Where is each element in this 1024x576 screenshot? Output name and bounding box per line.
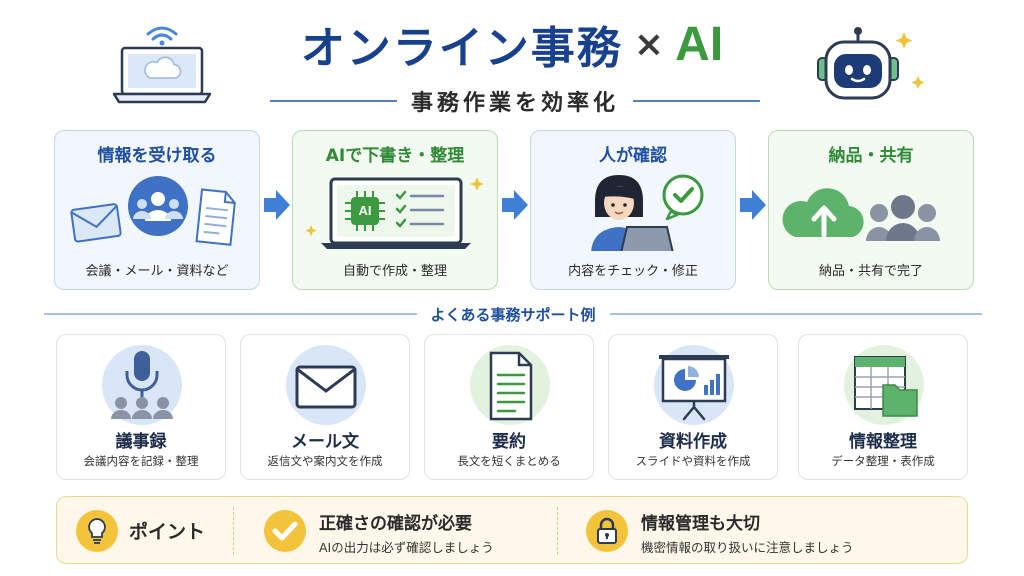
point-item-desc: 機密情報の取り扱いに注意しましょう — [641, 540, 854, 555]
point-item-title: 正確さの確認が必要 — [319, 514, 472, 534]
arrow-right-icon — [264, 188, 290, 222]
card-summary: 要約 長文を短くまとめる — [424, 334, 594, 480]
divider — [233, 507, 234, 555]
section-header: よくある事務サポート例 — [44, 302, 983, 326]
point-label: ポイント — [129, 521, 206, 543]
robot-icon — [808, 24, 928, 108]
card-desc: スライドや資料を作成 — [635, 454, 751, 468]
card-desc: 返信文や案内文を作成 — [267, 454, 383, 468]
laptop-cloud-icon — [112, 14, 212, 106]
microphone-icon — [57, 339, 225, 425]
card-organize: 情報整理 データ整理・表作成 — [798, 334, 968, 480]
envelope-icon — [241, 339, 409, 425]
upload-share-icon — [769, 171, 973, 251]
card-title: メール文 — [291, 432, 359, 452]
card-title: 議事録 — [115, 432, 167, 452]
subtitle-line-right — [633, 100, 761, 102]
step-desc: 自動で作成・整理 — [342, 264, 447, 279]
lock-icon — [585, 509, 629, 553]
person-review-icon — [531, 171, 735, 255]
step-human-check: 人が確認 内容をチェック・修正 — [530, 130, 736, 290]
step-ai-draft: AIで下書き・整理 — [292, 130, 498, 290]
card-title: 要約 — [492, 432, 526, 452]
workflow-steps: 情報を受け取る — [54, 130, 974, 290]
step-title: 人が確認 — [599, 146, 667, 166]
step-desc: 納品・共有で完了 — [818, 264, 923, 279]
support-examples: 議事録 会議内容を記録・整理 メール文 返信文や案内文を作成 — [56, 334, 968, 480]
inbox-icon — [55, 171, 259, 251]
title-ai: AI — [675, 17, 724, 71]
title-times: × — [633, 23, 665, 65]
card-title: 資料作成 — [659, 432, 727, 452]
section-title: よくある事務サポート例 — [430, 305, 596, 324]
section-line-right — [609, 313, 983, 315]
card-desc: 会議内容を記録・整理 — [83, 454, 199, 468]
check-icon — [263, 509, 307, 553]
subtitle-row: 事務作業を効率化 — [270, 86, 761, 116]
arrow-right-icon — [502, 188, 528, 222]
document-icon — [425, 339, 593, 425]
step-receive-info: 情報を受け取る — [54, 130, 260, 290]
step-title: AIで下書き・整理 — [325, 146, 465, 166]
step-title: 情報を受け取る — [97, 146, 217, 166]
step-desc: 会議・メール・資料など — [85, 264, 229, 279]
point-item-desc: AIの出力は必ず確認しましょう — [319, 540, 494, 555]
step-deliver-share: 納品・共有 納品・共有で完了 — [768, 130, 974, 290]
card-minutes: 議事録 会議内容を記録・整理 — [56, 334, 226, 480]
step-title: 納品・共有 — [828, 146, 914, 166]
subtitle: 事務作業を効率化 — [411, 91, 620, 116]
ai-chip-label: AI — [358, 203, 372, 218]
lightbulb-icon — [75, 509, 119, 553]
title-main: オンライン事務 — [300, 23, 623, 74]
divider — [557, 507, 558, 555]
spreadsheet-folder-icon — [799, 339, 967, 425]
subtitle-line-left — [270, 100, 397, 102]
step-desc: 内容をチェック・修正 — [568, 264, 698, 279]
presentation-icon — [609, 339, 777, 425]
point-bar: ポイント 正確さの確認が必要 AIの出力は必ず確認しましょう 情報管理も大切 機… — [56, 496, 968, 564]
arrow-right-icon — [740, 188, 766, 222]
page-title: オンライン事務 × AI — [0, 12, 1024, 82]
point-item-title: 情報管理も大切 — [641, 514, 760, 534]
card-presentation: 資料作成 スライドや資料を作成 — [608, 334, 778, 480]
section-line-left — [44, 313, 417, 315]
card-desc: データ整理・表作成 — [831, 454, 935, 468]
card-desc: 長文を短くまとめる — [457, 454, 561, 468]
ai-laptop-icon: AI — [293, 171, 497, 251]
card-email: メール文 返信文や案内文を作成 — [240, 334, 410, 480]
card-title: 情報整理 — [849, 432, 917, 452]
